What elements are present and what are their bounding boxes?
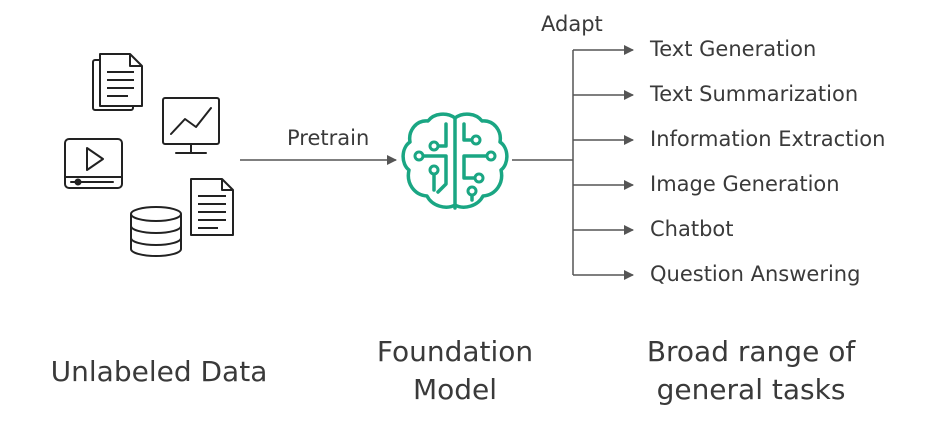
- brain-circuit-nodes: [413, 134, 497, 197]
- documents-icon: [92, 53, 143, 111]
- adapt-connector: [512, 50, 574, 275]
- task-label-question-answering: Question Answering: [650, 262, 861, 286]
- video-player-icon: [64, 138, 123, 189]
- broad-range-caption: Broad range of general tasks: [646, 335, 856, 406]
- task-label-text-generation: Text Generation: [650, 37, 817, 61]
- task-label-image-generation: Image Generation: [650, 172, 840, 196]
- database-icon: [130, 206, 182, 257]
- task-label-information-extraction: Information Extraction: [650, 127, 886, 151]
- pretrain-label: Pretrain: [287, 126, 370, 150]
- adapt-label: Adapt: [541, 12, 603, 36]
- text-document-icon: [190, 178, 234, 236]
- task-label-text-summarization: Text Summarization: [650, 82, 859, 106]
- task-label-chatbot: Chatbot: [650, 217, 734, 241]
- task-arrows: [573, 45, 634, 280]
- line-chart-icon: [162, 97, 220, 154]
- unlabeled-data-caption: Unlabeled Data: [50, 355, 268, 388]
- foundation-model-caption: Foundation Model: [376, 335, 534, 406]
